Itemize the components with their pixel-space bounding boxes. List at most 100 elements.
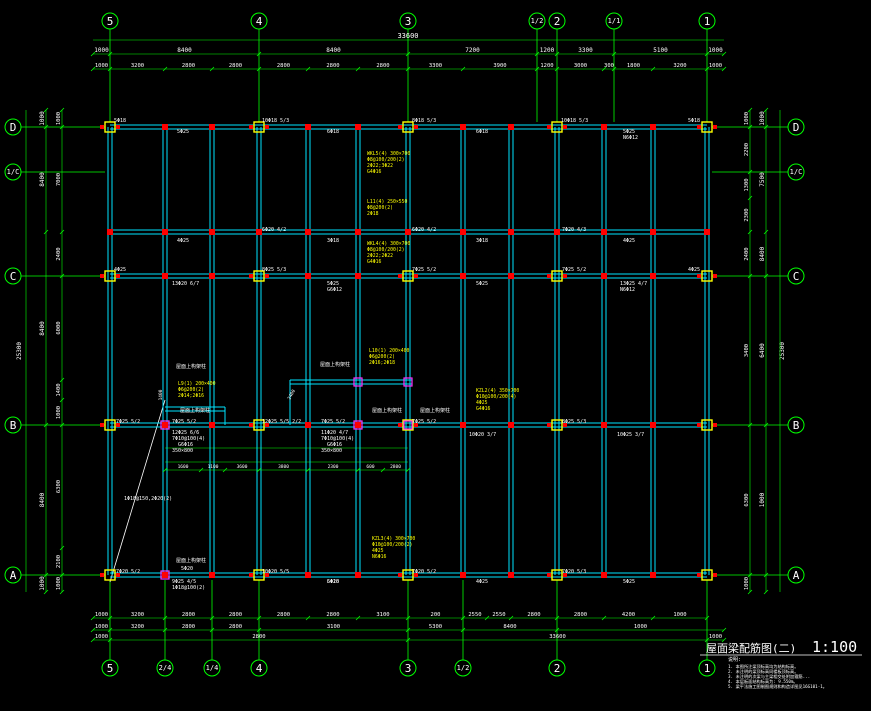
rebar-marker bbox=[249, 125, 253, 129]
rebar-marker bbox=[554, 229, 560, 235]
dim-text: 1000 bbox=[56, 112, 62, 125]
dim-tick bbox=[90, 637, 96, 643]
dim-text: 1600 bbox=[178, 464, 189, 470]
beam-annotation: 10Φ18 5/3 bbox=[262, 118, 289, 124]
beam-annotation: 2Φ22;2Φ22 bbox=[367, 253, 393, 259]
axis-bubble bbox=[787, 416, 805, 434]
axis-label: D bbox=[10, 121, 17, 134]
rebar-marker bbox=[508, 422, 514, 428]
axis-label: 4 bbox=[256, 15, 263, 28]
axis-label: D bbox=[793, 121, 800, 134]
beam-annotation: 8Φ25 5/3 bbox=[262, 267, 286, 273]
rebar-marker bbox=[460, 229, 466, 235]
rebar-marker bbox=[563, 125, 567, 129]
rebar-marker bbox=[508, 124, 514, 130]
dim-text: 2800 bbox=[277, 63, 290, 69]
beam-annotation: 7Φ25 5/2 bbox=[562, 267, 586, 273]
beam-annotation: 6Φ20 4/2 bbox=[412, 227, 436, 233]
beam-annotation: 13Φ20 6/7 bbox=[172, 281, 199, 287]
dim-text: 2800 bbox=[574, 612, 587, 618]
dim-text: 1000 bbox=[759, 492, 766, 507]
dim-tick bbox=[90, 51, 96, 57]
column bbox=[551, 121, 563, 133]
rebar-marker bbox=[697, 423, 701, 427]
dim-tick bbox=[534, 66, 540, 72]
beam-annotation: KZL3(4) 300×700 bbox=[372, 536, 415, 542]
beam-annotation: 6Φ18 bbox=[327, 129, 339, 135]
rebar-marker bbox=[650, 422, 656, 428]
notes-line: 4. 本层板面结构标高为: 9.550m。 bbox=[728, 679, 798, 684]
dim-tick bbox=[59, 422, 65, 428]
dim-text: 1300 bbox=[744, 178, 750, 191]
dim-text: 2300 bbox=[328, 464, 339, 470]
dim-text: 2800 bbox=[252, 634, 265, 640]
dim-text: 5100 bbox=[653, 47, 668, 54]
leader-line bbox=[109, 399, 166, 583]
axis-label: 4 bbox=[256, 662, 263, 675]
dim-tick bbox=[721, 627, 727, 633]
dim-tick bbox=[601, 615, 607, 621]
dim-tick bbox=[305, 467, 311, 473]
beam-annotation: 5Φ20 bbox=[327, 579, 339, 585]
column bbox=[402, 419, 414, 431]
rebar-marker bbox=[256, 229, 262, 235]
axis-bubble bbox=[156, 659, 174, 677]
axis-bubble bbox=[605, 12, 623, 30]
beam-annotation: 7Φ10@100(4) bbox=[321, 436, 354, 442]
post-column bbox=[160, 570, 170, 580]
dim-tick bbox=[90, 615, 96, 621]
dim-text: 3200 bbox=[131, 612, 144, 618]
axis-label: A bbox=[793, 569, 800, 582]
axis-label: 2 bbox=[554, 15, 561, 28]
dim-text: 1000 bbox=[56, 406, 62, 419]
dim-tick bbox=[405, 627, 411, 633]
axis-label: 1/1 bbox=[608, 17, 621, 25]
rebar-marker bbox=[116, 274, 120, 278]
rebar-marker bbox=[601, 572, 607, 578]
rebar-marker bbox=[162, 422, 168, 428]
dim-tick bbox=[460, 627, 466, 633]
rebar-marker bbox=[100, 573, 104, 577]
axis-label: B bbox=[10, 419, 17, 432]
beam-annotation: 10Φ20 3/7 bbox=[469, 432, 496, 438]
dim-text: 200 bbox=[431, 612, 441, 618]
dim-tick bbox=[763, 229, 769, 235]
dim-tick bbox=[460, 66, 466, 72]
column bbox=[701, 270, 713, 282]
rebar-marker bbox=[305, 124, 311, 130]
axis-bubble bbox=[528, 12, 546, 30]
beam-annotation: 6Φ20 4/2 bbox=[262, 227, 286, 233]
rebar-marker bbox=[547, 125, 551, 129]
dim-text: 1000 bbox=[95, 612, 108, 618]
dim-text: 2800 bbox=[229, 63, 242, 69]
dim-text: 6300 bbox=[744, 493, 750, 506]
beam-annotation: 4Φ25 bbox=[688, 267, 700, 273]
dim-tick bbox=[747, 107, 753, 113]
dim-text: 1100 bbox=[208, 464, 219, 470]
rebar-marker bbox=[697, 274, 701, 278]
axis-label: 2 bbox=[554, 662, 561, 675]
dim-tick bbox=[43, 124, 49, 130]
dim-tick bbox=[747, 124, 753, 130]
beam-annotation: 6Φ18 bbox=[476, 129, 488, 135]
axis-label: C bbox=[793, 270, 800, 283]
rebar-marker bbox=[650, 572, 656, 578]
column bbox=[551, 270, 563, 282]
rebar-marker bbox=[209, 572, 215, 578]
dim-text: 1200 bbox=[540, 63, 553, 69]
axis-label: 1/C bbox=[790, 168, 803, 176]
dim-tick bbox=[704, 51, 710, 57]
rebar-marker bbox=[162, 273, 168, 279]
rebar-marker bbox=[355, 572, 361, 578]
dim-tick bbox=[508, 615, 514, 621]
axis-bubble bbox=[698, 12, 716, 30]
beam-annotation: 7Φ20 5/2 bbox=[412, 569, 436, 575]
axis-bubble bbox=[548, 12, 566, 30]
column bbox=[104, 121, 116, 133]
axis-bubble bbox=[787, 163, 805, 181]
rebar-marker bbox=[209, 273, 215, 279]
rebar-marker bbox=[547, 274, 551, 278]
rebar-marker bbox=[209, 229, 215, 235]
dim-text: 1000 bbox=[94, 47, 109, 54]
rebar-marker bbox=[713, 423, 717, 427]
